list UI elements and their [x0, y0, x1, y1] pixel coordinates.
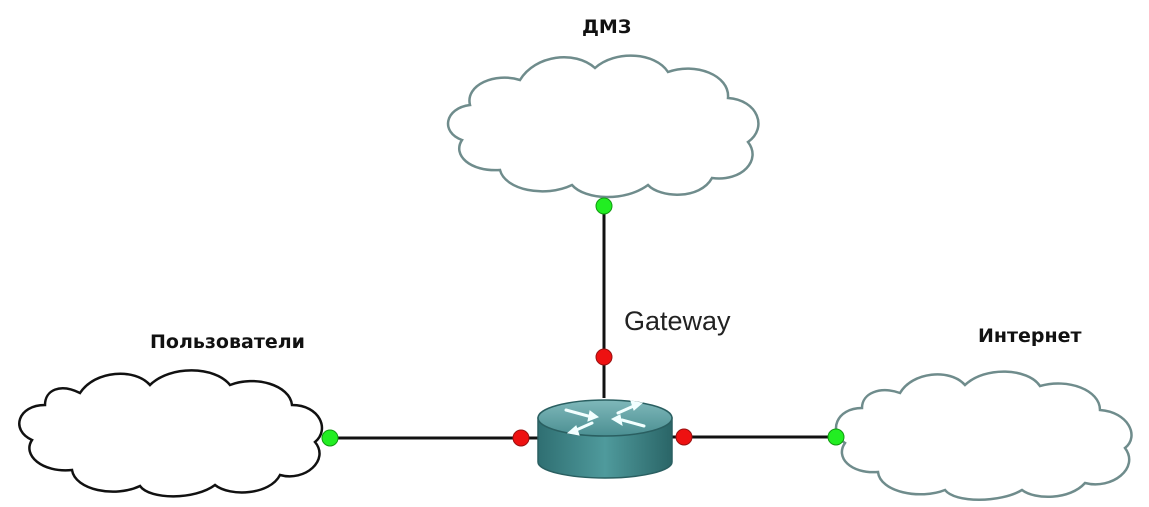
dmz-label: ДМЗ	[582, 16, 632, 38]
port-dmz-up	[595, 197, 613, 215]
users-label: Пользователи	[150, 331, 305, 353]
internet-cloud[interactable]	[834, 370, 1133, 501]
links	[330, 206, 836, 440]
port-gateway-top-down	[595, 348, 613, 366]
dmz-cloud[interactable]	[446, 54, 760, 199]
port-users-up	[321, 429, 339, 447]
port-gateway-right-down	[675, 428, 693, 446]
gateway-label: Gateway	[624, 306, 731, 336]
users-cloud[interactable]	[18, 369, 324, 498]
router-icon[interactable]	[537, 399, 673, 479]
port-gateway-left-down	[512, 429, 530, 447]
port-indicators	[321, 197, 845, 447]
router-arrows-icon	[564, 400, 646, 436]
port-internet-up	[827, 428, 845, 446]
internet-label: Интернет	[978, 325, 1082, 347]
